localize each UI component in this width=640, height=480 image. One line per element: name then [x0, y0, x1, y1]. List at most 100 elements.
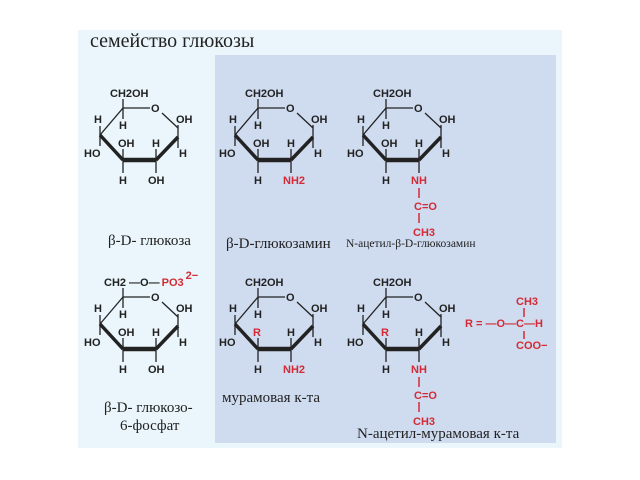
- bond: [98, 322, 125, 351]
- phosphate-group: PO3: [162, 277, 184, 289]
- substituent-c3-up: OH: [381, 138, 398, 150]
- bond: [289, 135, 315, 162]
- bond: [362, 296, 387, 325]
- substituent-c1-down: H: [179, 337, 187, 349]
- substituent-c2-down: NH: [411, 175, 427, 187]
- substituent-c4-down: HO: [84, 337, 101, 349]
- substituent-c2-down: NH: [411, 364, 427, 376]
- substituent-c1-down: H: [442, 148, 450, 160]
- substituent-c2-up: H: [152, 138, 160, 150]
- bond: [362, 107, 387, 136]
- c6-group: CH2OH: [373, 277, 412, 289]
- substituent-c1-up: OH: [176, 303, 193, 315]
- amino-sugar-panel: [215, 55, 556, 443]
- r-group-methyl: CH3: [516, 296, 538, 308]
- ring-oxygen: O: [151, 292, 160, 304]
- substituent-c4-down: HO: [219, 337, 236, 349]
- caption-n-acetyl-glucosamine: N-ацетил-β-D-глюкозамин: [346, 238, 476, 250]
- bond: [98, 133, 125, 162]
- substituent-c2-up: H: [415, 138, 423, 150]
- substituent-c1-up: OH: [311, 303, 328, 315]
- substituent-c3-up: OH: [118, 327, 135, 339]
- c6-group: CH2OH: [373, 88, 412, 100]
- substituent-c2-up: H: [415, 327, 423, 339]
- bond: [361, 133, 388, 162]
- ring-oxygen: O: [414, 103, 423, 115]
- c6-group: CH2OH: [245, 88, 284, 100]
- substituent-c4-down: HO: [219, 148, 236, 160]
- substituent-c4-up: H: [357, 303, 365, 315]
- r-group-definition: R = —O—C—H CH3 COO−: [465, 296, 547, 352]
- methyl-group: CH3: [413, 227, 435, 239]
- substituent-c5-down: H: [119, 120, 127, 132]
- substituent-c2-down: OH: [148, 175, 165, 187]
- substituent-c5-down: H: [382, 309, 390, 321]
- caption-g6p-line1: β-D- глюкозо-: [104, 400, 193, 416]
- caption-glucosamine: β-D-глюкозамин: [226, 236, 331, 252]
- caption-g6p-line2: 6-фосфат: [120, 418, 180, 434]
- substituent-c4-up: H: [357, 114, 365, 126]
- substituent-c5-down: H: [254, 309, 262, 321]
- bond: [417, 324, 443, 351]
- substituent-c1-down: H: [442, 337, 450, 349]
- substituent-c1-down: H: [179, 148, 187, 160]
- substituent-c1-up: OH: [176, 114, 193, 126]
- substituent-c4-up: H: [229, 303, 237, 315]
- substituent-c2-up: H: [152, 327, 160, 339]
- c6-group: CH2OH: [110, 88, 149, 100]
- ring-oxygen: O: [414, 292, 423, 304]
- substituent-c3-up: R: [381, 327, 389, 339]
- bond: [99, 296, 124, 325]
- substituent-c3-down: H: [254, 364, 262, 376]
- bond: [424, 112, 442, 129]
- caption-glucose: β-D- глюкоза: [108, 233, 191, 249]
- ring-oxygen: O: [286, 103, 295, 115]
- diagram-title: семейство глюкозы: [90, 30, 255, 52]
- bond: [154, 135, 180, 162]
- caption-n-acetyl-muramic: N-ацетил-мурамовая к-та: [357, 426, 520, 442]
- substituent-c3-down: H: [119, 364, 127, 376]
- substituent-c5-down: H: [254, 120, 262, 132]
- bond: [233, 133, 260, 162]
- c6-group: CH2 —O—: [104, 277, 160, 289]
- bond: [233, 322, 260, 351]
- substituent-c2-down: OH: [148, 364, 165, 376]
- ring-oxygen: O: [151, 103, 160, 115]
- bond: [234, 296, 259, 325]
- substituent-c1-up: OH: [439, 303, 456, 315]
- ring-oxygen: O: [286, 292, 295, 304]
- bond: [417, 135, 443, 162]
- substituent-c3-up: R: [253, 327, 261, 339]
- substituent-c2-up: H: [287, 138, 295, 150]
- substituent-c3-down: H: [382, 175, 390, 187]
- phosphate-charge: 2−: [186, 270, 199, 282]
- substituent-c1-down: H: [314, 148, 322, 160]
- substituent-c3-down: H: [119, 175, 127, 187]
- substituent-c3-down: H: [382, 364, 390, 376]
- r-group-carboxylate: COO−: [516, 340, 547, 352]
- r-group-formula: R = —O—C—H: [465, 318, 543, 330]
- bond: [424, 301, 442, 318]
- substituent-c2-down: NH2: [283, 364, 305, 376]
- substituent-c4-up: H: [94, 303, 102, 315]
- bond: [154, 324, 180, 351]
- substituent-c1-up: OH: [311, 114, 328, 126]
- bond: [99, 107, 124, 136]
- substituent-c3-up: OH: [118, 138, 135, 150]
- substituent-c5-down: H: [382, 120, 390, 132]
- substituent-c4-up: H: [229, 114, 237, 126]
- c6-group: CH2OH: [245, 277, 284, 289]
- carbonyl-group: C=O: [414, 390, 437, 402]
- bond: [361, 322, 388, 351]
- substituent-c3-up: OH: [253, 138, 270, 150]
- substituent-c4-up: H: [94, 114, 102, 126]
- caption-muramic: мурамовая к-та: [222, 390, 320, 406]
- substituent-c2-up: H: [287, 327, 295, 339]
